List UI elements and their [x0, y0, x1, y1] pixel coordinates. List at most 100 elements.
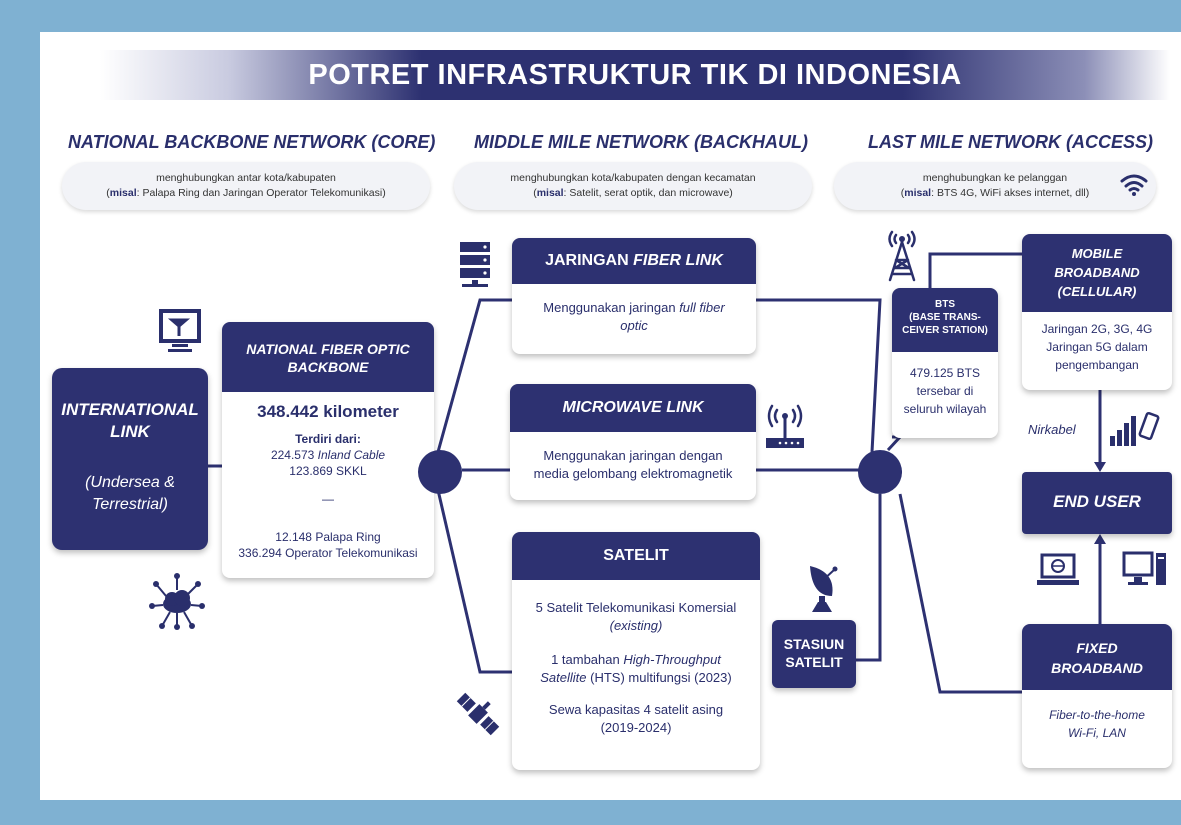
backhaul-description: menghubungkan kota/kabupaten dengan keca…	[454, 162, 812, 210]
laptop-icon	[1037, 553, 1079, 585]
satelit-line3a: 1 tambahan	[551, 652, 620, 667]
bts-box: BTS (BASE TRANS- CEIVER STATION) 479.125…	[892, 288, 998, 438]
station-line1: STASIUN	[783, 636, 845, 652]
backbone-consists: Terdiri dari:	[295, 432, 361, 446]
bts-header-line3: CEIVER STATION)	[902, 325, 988, 336]
fixed-body1: Fiber-to-the-home	[1049, 708, 1145, 722]
core-description: menghubungkan antar kota/kabupaten (misa…	[62, 162, 430, 210]
core-desc-rest: : Palapa Ring dan Jaringan Operator Tele…	[136, 187, 383, 199]
satelit-line1: 5 Satelit Telekomunikasi Komersial	[535, 600, 737, 615]
backbone-dash: —	[322, 492, 334, 506]
desktop-computer-icon	[1122, 551, 1166, 585]
inland-value: 224.573	[270, 448, 315, 462]
international-sub1: (Undersea &	[85, 474, 175, 491]
backbone-skkl: 123.869 SKKL	[289, 464, 367, 478]
access-desc-line1: menghubungkan ke pelanggan	[922, 172, 1068, 184]
backhaul-heading: MIDDLE MILE NETWORK (BACKHAUL)	[474, 132, 808, 152]
international-sub2: Terrestrial)	[92, 496, 168, 513]
mobile-header: MOBILE BROADBAND (CELLULAR)	[1022, 234, 1172, 312]
satelit-line4a: Satellite	[540, 670, 587, 685]
access-description: menghubungkan ke pelanggan (misal: BTS 4…	[834, 162, 1156, 210]
end-user-label: END USER	[1053, 492, 1141, 511]
fixed-header-line2: BROADBAND	[1051, 660, 1143, 676]
access-desc-rest: : BTS 4G, WiFi akses internet, dll	[931, 187, 1086, 199]
page-title: POTRET INFRASTRUKTUR TIK DI INDONESIA	[308, 59, 962, 91]
satellite-station-box: STASIUN SATELIT	[772, 620, 856, 688]
backhaul-desc-line2: (misal: Satelit, serat optik, dan microw…	[533, 187, 733, 199]
fixed-body2: Wi-Fi, LAN	[1068, 726, 1126, 740]
fiber-body1: Menggunakan jaringan full fiber	[512, 300, 756, 315]
fiber-body1-italic: full fiber	[679, 300, 725, 315]
fixed-broadband-box: FIXED BROADBAND Fiber-to-the-home Wi-Fi,…	[1022, 624, 1172, 768]
international-link-box: INTERNATIONAL LINK (Undersea & Terrestri…	[52, 368, 208, 550]
bts-header-line2: (BASE TRANS-	[909, 312, 981, 323]
signal-phone-icon	[1110, 411, 1160, 446]
access-desc-bold: misal	[904, 187, 932, 199]
international-line2: LINK	[110, 422, 150, 441]
mobile-header-line2: BROADBAND	[1054, 265, 1140, 280]
satelit-line6: (2019-2024)	[600, 720, 672, 735]
backbone-operator: 336.294 Operator Telekomunikasi	[238, 546, 418, 560]
mobile-body1: Jaringan 2G, 3G, 4G	[1041, 322, 1153, 336]
access-desc-line2: (misal: BTS 4G, WiFi akses internet, dll…	[900, 187, 1090, 199]
fiber-link-header: JARINGAN FIBER LINK	[512, 238, 756, 284]
mobile-header-line3: (CELLULAR)	[1057, 284, 1137, 299]
fiber-header-b: FIBER LINK	[633, 252, 723, 269]
backbone-box: NATIONAL FIBER OPTIC BACKBONE 348.442 ki…	[222, 322, 434, 578]
bts-header-line1: BTS	[935, 299, 955, 310]
backbone-header-line1: NATIONAL FIBER OPTIC	[246, 341, 410, 357]
core-desc-line1: menghubungkan antar kota/kabupaten	[156, 172, 336, 184]
satelit-line5: Sewa kapasitas 4 satelit asing	[548, 702, 724, 717]
satelit-line4b: (HTS) multifungsi (2023)	[590, 670, 732, 685]
bts-body2: tersebar di	[916, 384, 974, 398]
server-icon	[460, 242, 490, 287]
monitor-icon	[159, 309, 201, 352]
fixed-header-line1: FIXED	[1076, 640, 1118, 656]
inland-label: Inland Cable	[317, 448, 386, 462]
station-line2: SATELIT	[785, 654, 843, 670]
fixed-header: FIXED BROADBAND	[1022, 624, 1172, 690]
microwave-antenna-icon	[766, 404, 804, 448]
fiber-header-a: JARINGAN	[545, 252, 629, 269]
satellite-dish-icon	[810, 566, 838, 612]
microwave-header: MICROWAVE LINK	[510, 384, 756, 432]
backhaul-desc-line1: menghubungkan kota/kabupaten dengan keca…	[510, 172, 756, 184]
mobile-header-line1: MOBILE	[1071, 246, 1123, 261]
core-desc-bold: misal	[109, 187, 137, 199]
satellite-icon	[456, 692, 500, 736]
core-hub-node	[418, 450, 462, 494]
mobile-body3: pengembangan	[1055, 358, 1139, 372]
backhaul-desc-bold: misal	[536, 187, 564, 199]
fiber-link-box: JARINGAN FIBER LINK Menggunakan jaringan…	[512, 238, 756, 354]
backbone-inland: 224.573 Inland Cable	[222, 448, 434, 462]
bts-body1: 479.125 BTS	[909, 366, 981, 380]
access-hub-node	[858, 450, 902, 494]
wifi-icon	[1120, 174, 1148, 196]
satelit-line3: 1 tambahan High-Throughput	[512, 652, 760, 667]
backbone-header-line2: BACKBONE	[287, 359, 369, 375]
backhaul-desc-rest: : Satelit, serat optik, dan microwave	[563, 187, 730, 199]
microwave-link-box: MICROWAVE LINK Menggunakan jaringan deng…	[510, 384, 756, 500]
satelit-header: SATELIT	[512, 532, 760, 580]
access-heading: LAST MILE NETWORK (ACCESS)	[868, 132, 1153, 152]
international-line1: INTERNATIONAL	[61, 400, 199, 419]
backbone-length: 348.442 kilometer	[257, 402, 399, 421]
bts-tower-icon	[888, 230, 916, 282]
mobile-broadband-box: MOBILE BROADBAND (CELLULAR) Jaringan 2G,…	[1022, 234, 1172, 390]
bts-body3: seluruh wilayah	[903, 402, 987, 416]
microwave-body1: Menggunakan jaringan dengan	[543, 448, 723, 463]
satelit-line2: (existing)	[609, 618, 663, 633]
end-user-box: END USER	[1022, 472, 1172, 534]
fiber-body2: optic	[620, 318, 648, 333]
title-bar: POTRET INFRASTRUKTUR TIK DI INDONESIA	[100, 50, 1170, 100]
microwave-body2: media gelombang elektromagnetik	[533, 466, 733, 481]
backbone-palapa: 12.148 Palapa Ring	[275, 530, 381, 544]
mobile-body2: Jaringan 5G dalam	[1046, 340, 1148, 354]
satelit-line4: Satellite (HTS) multifungsi (2023)	[512, 670, 760, 685]
core-desc-line2: (misal: Palapa Ring dan Jaringan Operato…	[106, 187, 386, 199]
fiber-body1-text: Menggunakan jaringan	[543, 300, 676, 315]
bts-header: BTS (BASE TRANS- CEIVER STATION)	[892, 288, 998, 352]
nirkabel-label: Nirkabel	[1028, 422, 1076, 437]
backbone-header: NATIONAL FIBER OPTIC BACKBONE	[222, 322, 434, 392]
